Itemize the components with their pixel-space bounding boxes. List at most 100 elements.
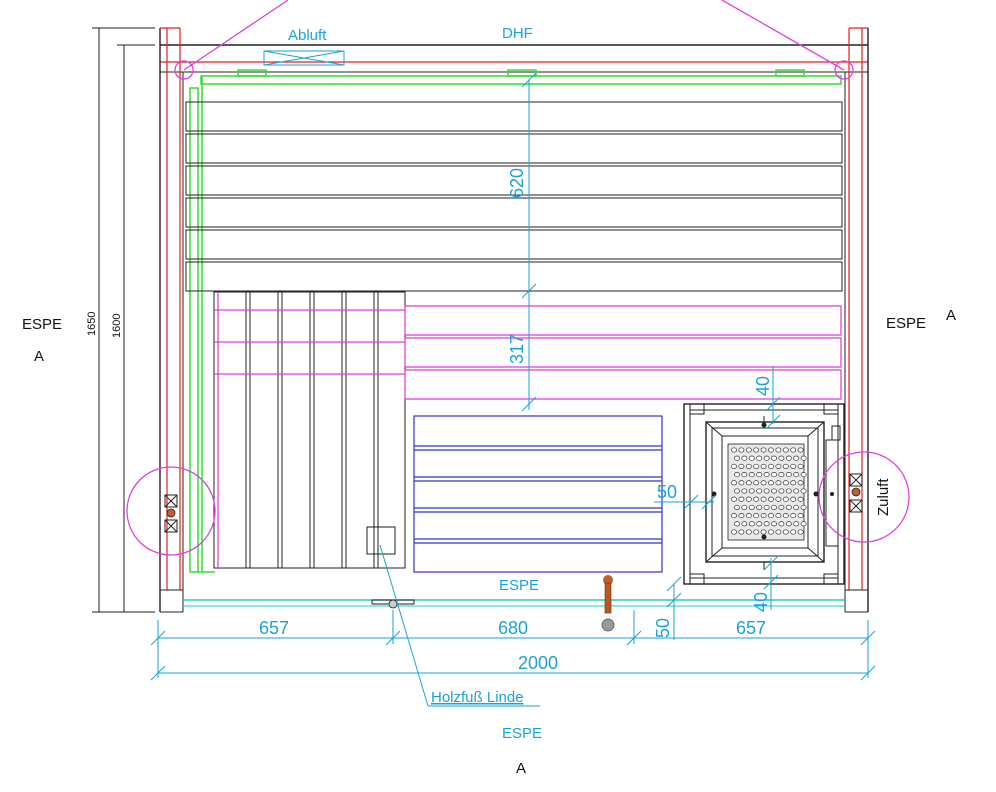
heater-stone [763,488,770,494]
heater-stone [782,447,789,453]
exhaust-vent [263,50,345,66]
heater-stone [785,504,792,510]
heater-stone [745,463,752,469]
heater-stone [797,513,804,519]
heater-stone [771,504,777,510]
heater-stone [760,480,767,486]
heater-stone [748,504,755,510]
heater-stone [793,521,800,527]
heater-stone [785,455,792,461]
heater-stone [756,488,763,494]
label-bench-wood: ESPE [499,577,539,594]
heater-stone [768,529,774,535]
heater-stone [738,480,745,486]
heater-stone [793,472,800,478]
heater-stone [775,496,782,502]
heater-stone [768,480,774,486]
vent-markers-top [174,0,854,80]
heater-stone [778,521,785,527]
heater-stone [775,480,782,486]
heater-stone [748,488,755,494]
heater-stones [731,447,807,535]
lower-bench [413,415,663,573]
heater-stone [753,496,760,502]
wooden-leg [366,526,396,555]
label-abluft: Abluft [288,27,327,44]
heater-stone [731,496,737,502]
heater-stone [790,447,797,453]
heater-stone [793,504,800,510]
heater-stone [745,513,752,519]
heater-stone [738,513,745,519]
heater-stone [734,521,740,527]
dim-outer-height: 1650 [86,312,98,336]
heater-stone [797,463,804,469]
heater-stone [797,529,804,535]
heater-stone [771,455,777,461]
heater-stone [731,480,737,486]
heater-stone [734,455,740,461]
dim-inner-height: 1600 [111,314,123,338]
heater-stone [800,504,807,510]
heater-stone [790,496,797,502]
heater-stone [775,529,782,535]
heater-stone [753,463,760,469]
heater-stone [800,521,807,527]
heater-stone [760,529,767,535]
label-bottom-section: A [516,760,526,777]
heater-stone [785,488,792,494]
heater-stone [738,529,745,535]
heater-stone [782,463,789,469]
middle-bench [214,305,842,400]
heater-stone [741,521,748,527]
heater-stone [800,455,807,461]
heater-stone [738,447,745,453]
heater-stone [731,513,737,519]
heater-stone [756,455,763,461]
label-left-section: A [34,348,44,365]
heater-stone [775,463,782,469]
door-handle [601,575,615,632]
heater-stone [790,463,797,469]
label-dhf: DHF [502,25,533,42]
heater-stone [793,455,800,461]
heater-stone [756,472,763,478]
heater-stone [745,480,752,486]
heater-stone [790,480,797,486]
heater-stone [800,488,807,494]
heater-stone [775,447,782,453]
heater-stone [731,447,737,453]
intake-vent-right [818,451,910,543]
dim-heater-bottom: 40 [751,592,771,612]
heater-stone [731,529,737,535]
heater-stone [748,455,755,461]
heater-stone [775,513,782,519]
heater-stone [778,504,785,510]
dim-width-right: 657 [736,618,766,638]
upper-bench [185,101,843,292]
heater-stone [782,513,789,519]
drawing-labels: Abluft DHF ESPE A ESPE A ESPE ESPE A Hol… [22,25,956,777]
cabin-walls [159,27,869,613]
heater-stone [734,488,740,494]
label-leg-note: Holzfuß Linde [431,689,524,706]
heater-stone [760,463,767,469]
wall-battens [189,69,842,573]
heater-stone [785,472,792,478]
heater-stone [745,529,752,535]
heater-stone [778,455,785,461]
heater-stone [771,521,777,527]
heater-stone [768,496,774,502]
heater-stone [782,496,789,502]
label-left-wood: ESPE [22,316,62,333]
heater-stone [785,521,792,527]
dim-width-left: 657 [259,618,289,638]
heater-stone [753,480,760,486]
heater-stone [760,513,767,519]
heater-stone [753,447,760,453]
sauna-heater [683,403,845,585]
heater-stone [763,521,770,527]
heater-stone [790,513,797,519]
heater-stone [771,472,777,478]
